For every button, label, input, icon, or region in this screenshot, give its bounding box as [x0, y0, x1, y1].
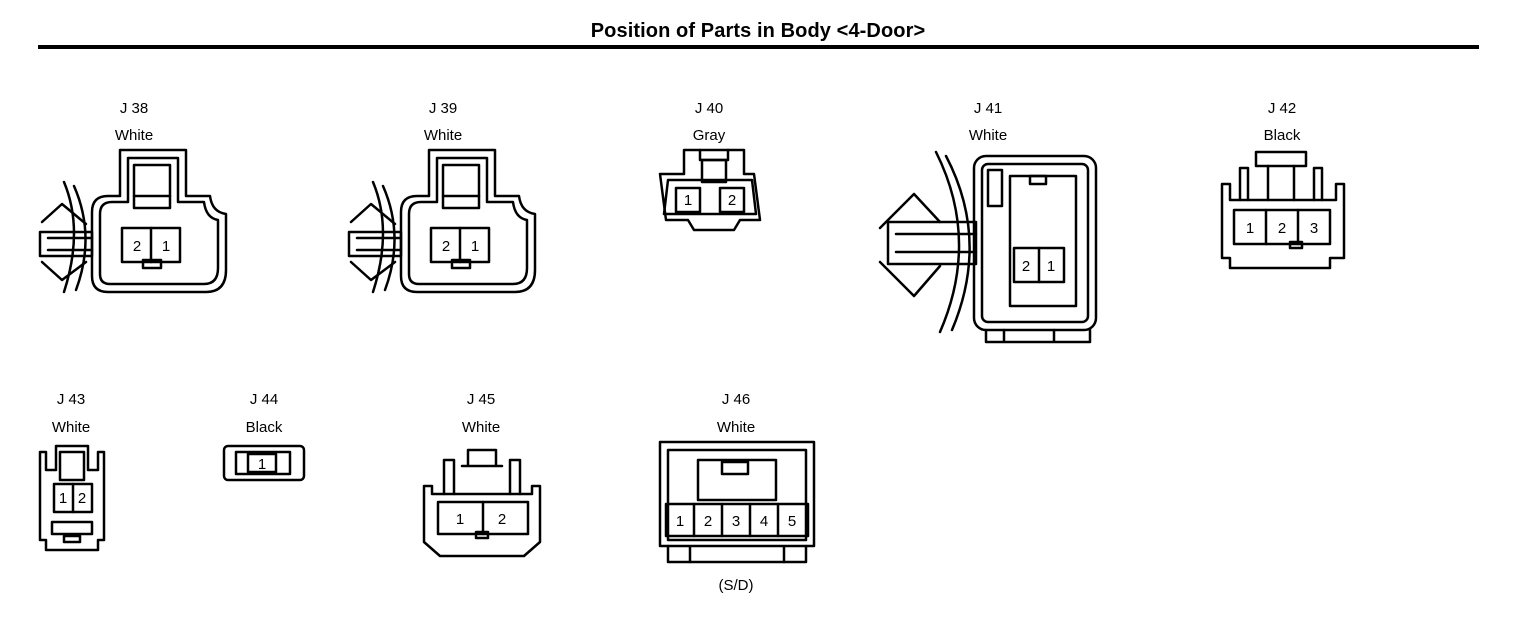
connector-j45: 1 2: [422, 448, 542, 558]
connector-j43-pin-2: 2: [78, 490, 86, 507]
connector-j41-latch: [878, 150, 978, 334]
connector-j43-pin-1: 1: [59, 490, 67, 507]
connector-id-j38: J 38: [119, 100, 149, 117]
connector-color-j38: White: [114, 127, 154, 144]
connector-j40-pin-cell-1: [674, 186, 702, 214]
connector-j40-pin-cell-2: [718, 186, 746, 214]
connector-color-j43: White: [51, 419, 91, 436]
connector-j38-inner: [98, 156, 220, 286]
connector-j45-pin-2: 2: [498, 511, 506, 528]
connector-j44-inner: [234, 450, 292, 476]
connector-j39-housing: [399, 148, 537, 294]
connector-j42: 1 2 3: [1220, 150, 1346, 270]
connector-id-j40: J 40: [694, 100, 724, 117]
connector-j39-latch: [347, 180, 403, 294]
connector-j40-pin-1: 1: [684, 192, 692, 209]
connector-j42-key: [1288, 240, 1304, 250]
connector-j46-pin-2: 2: [704, 513, 712, 530]
title-rule: [38, 45, 1479, 49]
connector-color-j45: White: [461, 419, 501, 436]
connector-id-j39: J 39: [428, 100, 458, 117]
connector-id-j43: J 43: [56, 391, 86, 408]
connector-j46-pin-3: 3: [732, 513, 740, 530]
connector-id-j46: J 46: [721, 391, 751, 408]
connector-j38-latch: [38, 180, 94, 294]
connector-color-j40: Gray: [692, 127, 726, 144]
connector-color-j46: White: [716, 419, 756, 436]
connector-j46-top: [696, 458, 778, 502]
connector-id-j42: J 42: [1267, 100, 1297, 117]
connector-j39: 2 1: [347, 148, 537, 294]
connector-j43-housing: [38, 444, 106, 552]
connector-j40-inner: [662, 178, 758, 216]
connector-j39-pin-1: 2: [442, 238, 450, 255]
connector-j44-pin-1: 1: [258, 456, 266, 473]
connector-j42-pin-1: 1: [1246, 220, 1254, 237]
connector-j46-housing: [658, 440, 816, 564]
connector-j41-slot: [1008, 174, 1078, 308]
connector-id-j45: J 45: [466, 391, 496, 408]
connector-color-j42: Black: [1263, 127, 1301, 144]
connector-note-j46: (S/D): [718, 577, 754, 594]
connector-j42-pin-block: [1232, 208, 1332, 246]
connector-j46-pin-5: 5: [788, 513, 796, 530]
connector-j46-pin-4: 4: [760, 513, 768, 530]
connector-j45-housing: [422, 484, 542, 558]
connector-j40: 1 2: [658, 148, 762, 232]
connector-j41-feet: [984, 328, 1092, 344]
connector-j46-feet: [666, 544, 808, 564]
connector-color-j44: Black: [245, 419, 283, 436]
connector-color-j39: White: [423, 127, 463, 144]
connector-j44-pin-cell: [246, 452, 278, 474]
connector-j41-housing: [972, 154, 1098, 332]
connector-j42-top: [1254, 150, 1308, 168]
connector-j38-key: [141, 258, 163, 270]
connector-j46: 1 2 3 4 5: [658, 440, 816, 564]
connector-j42-stem: [1266, 164, 1296, 202]
connector-j45-top: [460, 448, 504, 468]
connector-j40-lock: [700, 158, 728, 184]
connector-j41: 2 1: [878, 150, 1098, 344]
connector-j39-inner: [407, 156, 529, 286]
connector-j43-key: [62, 534, 82, 544]
connector-j45-arms: [442, 458, 522, 496]
connector-j38-pin-2: 1: [162, 238, 170, 255]
connector-j46-inner: [666, 448, 808, 542]
connector-j44-housing: [222, 444, 306, 482]
page-title: Position of Parts in Body <4-Door>: [590, 20, 926, 42]
connector-j45-pin-1: 1: [456, 511, 464, 528]
connector-j44: 1: [222, 444, 306, 482]
connector-id-j41: J 41: [973, 100, 1003, 117]
connector-j39-pin-2: 1: [471, 238, 479, 255]
connector-j38-pin-1: 2: [133, 238, 141, 255]
connector-j41-pin-1: 2: [1022, 258, 1030, 275]
connector-id-j44: J 44: [249, 391, 279, 408]
connector-j38: 2 1: [38, 148, 228, 294]
connector-j41-pin-2: 1: [1047, 258, 1055, 275]
connector-j38-housing: [90, 148, 228, 294]
connector-j46-pin-1: 1: [676, 513, 684, 530]
connector-j46-notch: [720, 460, 750, 476]
connector-j43-foot: [50, 520, 94, 536]
connector-j42-housing: [1220, 182, 1346, 270]
connector-j42-pin-2: 2: [1278, 220, 1286, 237]
connector-j39-lock: [441, 163, 481, 210]
connector-j41-tab: [986, 168, 1004, 208]
connector-j46-pin-block: [664, 502, 810, 538]
connector-j38-lock: [132, 163, 172, 210]
connector-j40-top: [698, 148, 730, 162]
connector-j39-key: [450, 258, 472, 270]
connector-j45-key: [474, 530, 490, 540]
connector-j41-inner: [980, 162, 1090, 324]
connector-j42-pin-3: 3: [1310, 220, 1318, 237]
connector-j40-pin-2: 2: [728, 192, 736, 209]
connector-j43: 1 2: [38, 444, 106, 552]
connector-j40-housing: [658, 148, 762, 232]
connector-j42-arms: [1238, 166, 1324, 202]
connector-color-j41: White: [968, 127, 1008, 144]
connector-j41-notch: [1028, 174, 1048, 186]
connector-j43-lock: [58, 450, 86, 482]
